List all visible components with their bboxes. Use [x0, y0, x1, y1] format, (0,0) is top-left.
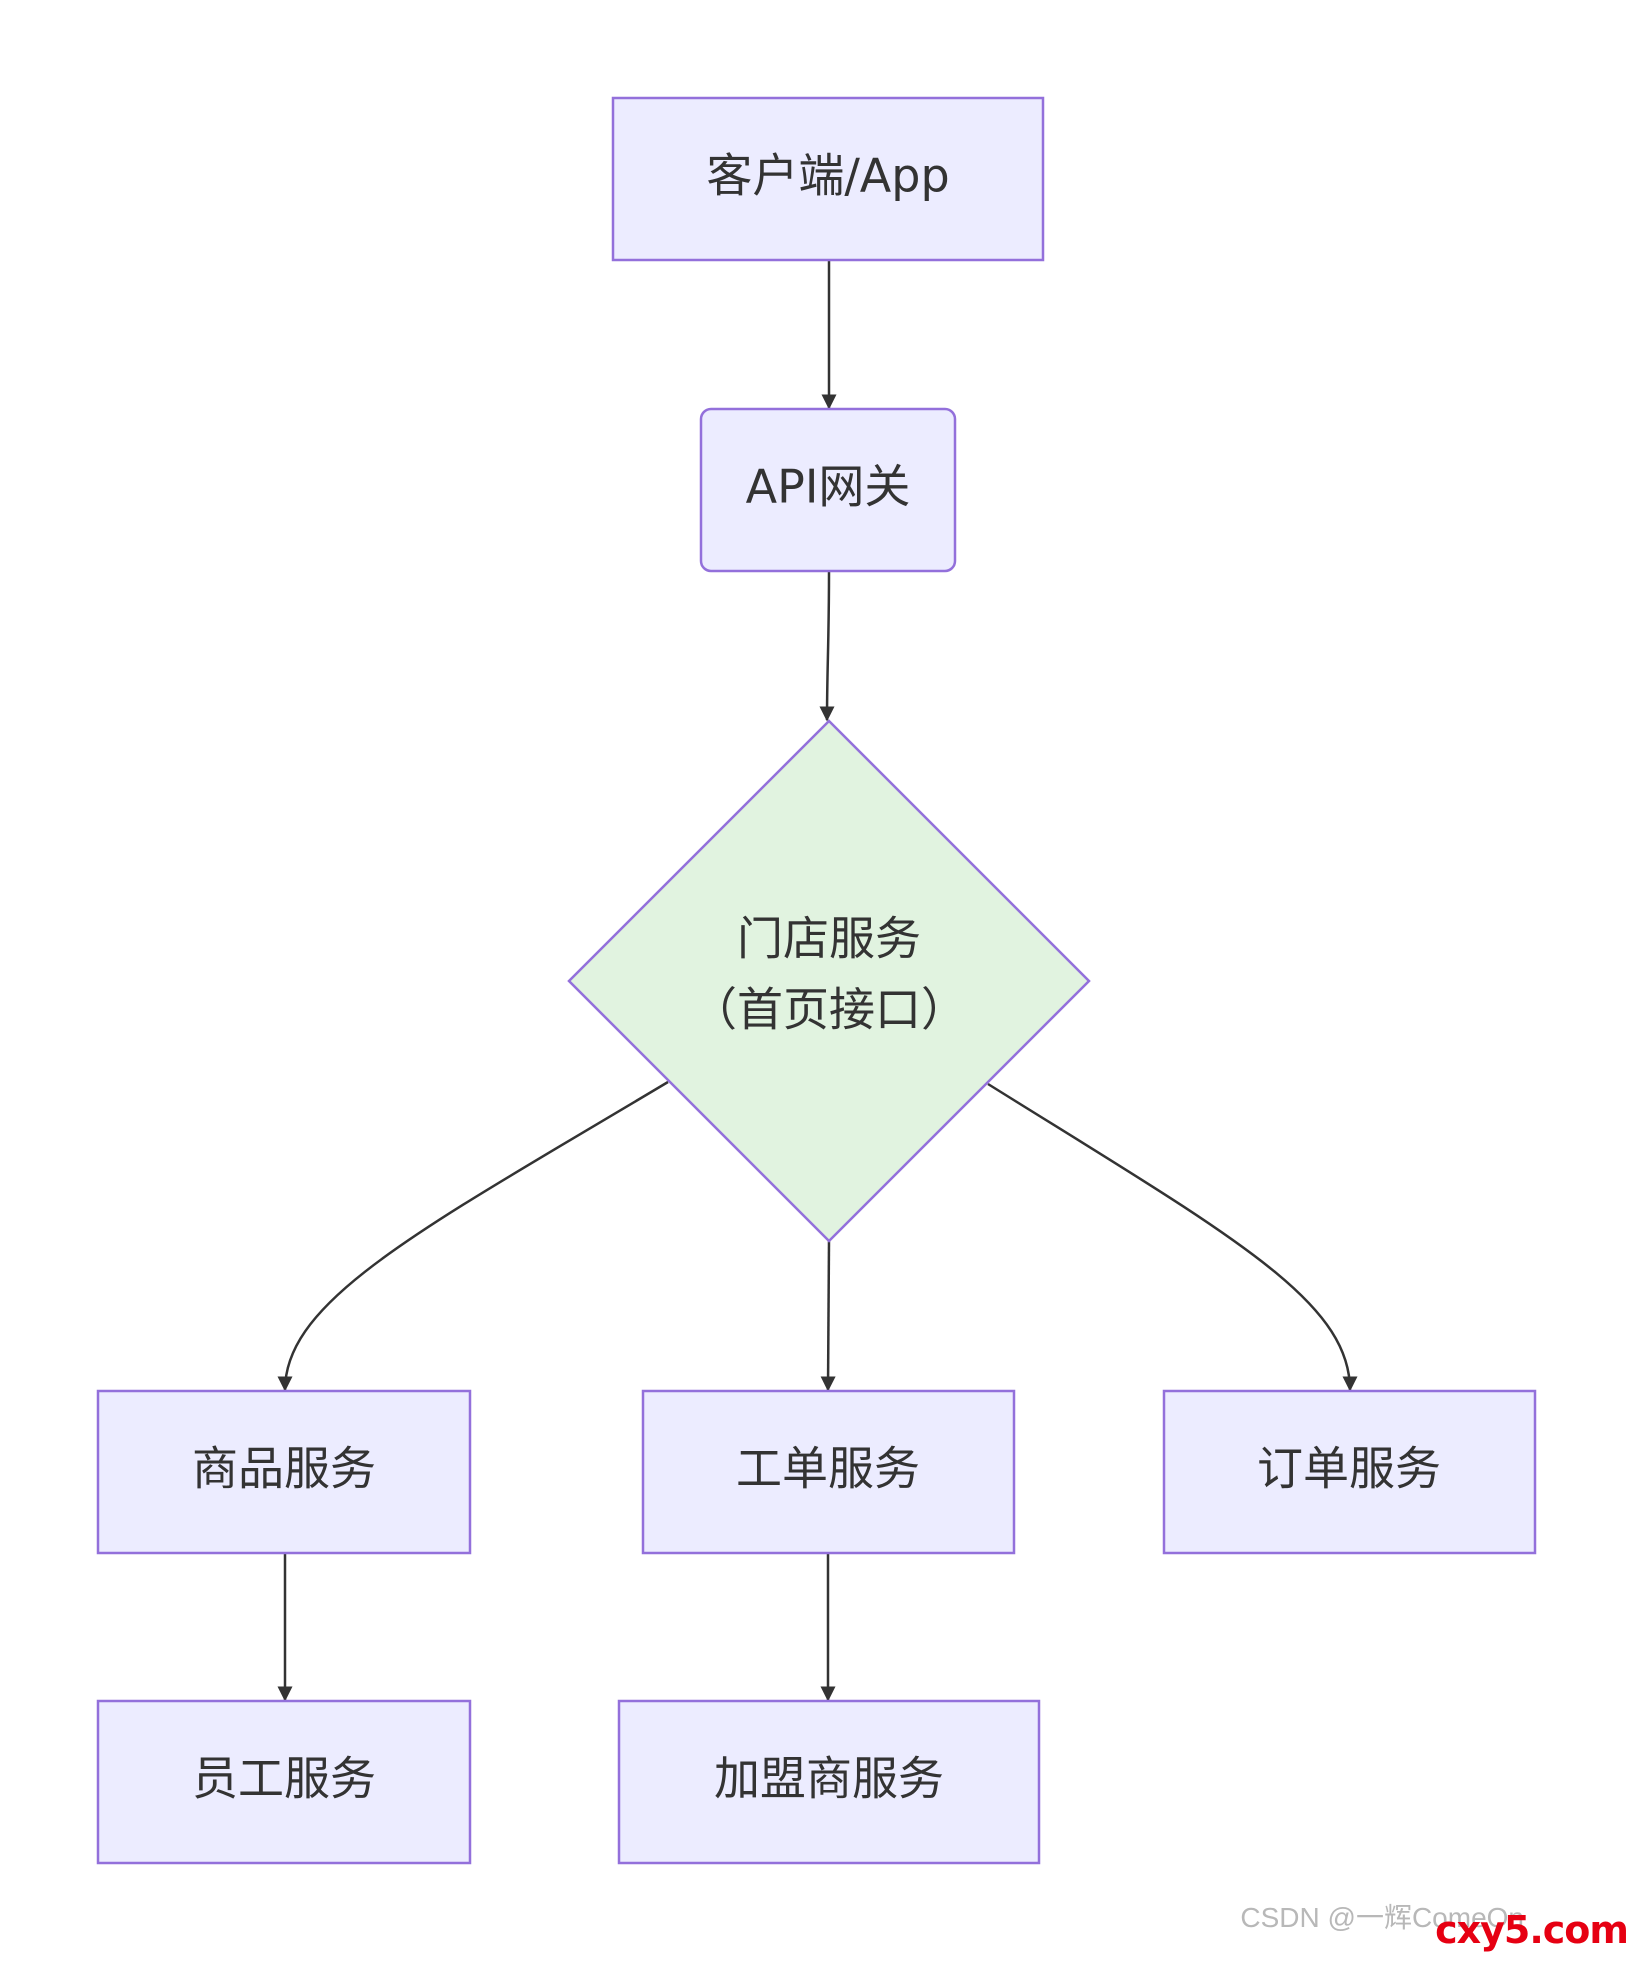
node-product-label: 商品服务 [192, 1442, 376, 1496]
node-gateway-label: API网关 [746, 460, 911, 514]
node-store-label-line2: （首页接口） [691, 983, 967, 1037]
node-product: 商品服务 [96, 1389, 472, 1555]
node-employee-label: 员工服务 [192, 1752, 376, 1806]
node-store-decision: 门店服务 （首页接口） [567, 719, 1091, 1243]
node-franchise-label: 加盟商服务 [714, 1752, 944, 1806]
node-workorder: 工单服务 [641, 1389, 1016, 1555]
node-order: 订单服务 [1162, 1389, 1537, 1555]
edge-store-to-product [277, 1080, 669, 1392]
edge-store-to-order [987, 1082, 1358, 1392]
node-order-label: 订单服务 [1257, 1442, 1441, 1496]
edge-gateway-to-store [819, 571, 835, 722]
node-workorder-label: 工单服务 [736, 1442, 920, 1496]
node-store-label-line1: 门店服务 [737, 912, 921, 966]
csdn-watermark: CSDN @一辉ComeOn [1240, 1902, 1524, 1933]
node-client-label: 客户端/App [706, 149, 949, 203]
node-employee: 员工服务 [96, 1699, 472, 1865]
node-client: 客户端/App [611, 96, 1045, 262]
node-gateway: API网关 [699, 407, 957, 573]
edge-store-to-workorder [820, 1239, 836, 1392]
site-logo-watermark: cxy5.com [1435, 1908, 1629, 1952]
node-franchise: 加盟商服务 [617, 1699, 1041, 1865]
